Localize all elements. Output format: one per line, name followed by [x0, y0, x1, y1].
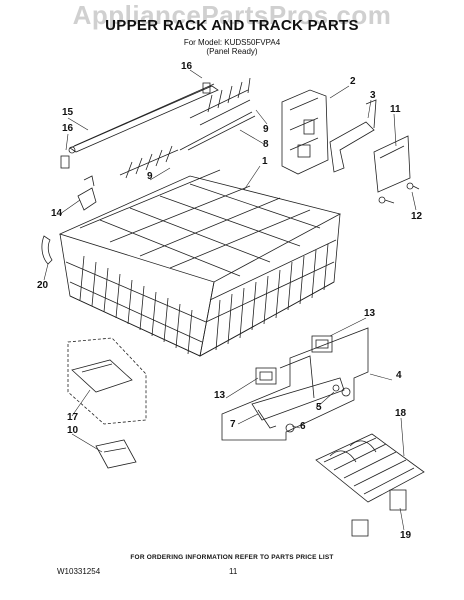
end-cap-part — [67, 337, 147, 425]
ordering-note: FOR ORDERING INFORMATION REFER TO PARTS … — [130, 554, 334, 561]
adjuster-lever-part — [329, 99, 377, 173]
rail-stop-part — [60, 82, 211, 169]
callout-12: 12 — [411, 211, 423, 222]
screw-part — [378, 182, 420, 204]
document-number: W10331254 — [57, 567, 101, 576]
callout-13-lower: 13 — [214, 390, 226, 401]
tine-row-part — [119, 77, 256, 179]
model-line: For Model: KUDS50FVPA4 — [183, 38, 281, 47]
cover-plate-part — [373, 135, 411, 193]
callout-17: 17 — [67, 412, 79, 423]
track-assembly-part — [221, 327, 369, 441]
callout-10: 10 — [67, 425, 79, 436]
callout-18: 18 — [395, 408, 407, 419]
site-watermark: AppliancePartsPros.com — [72, 0, 392, 30]
callout-2: 2 — [350, 76, 356, 87]
wheel-bracket-part — [77, 175, 97, 211]
cup-shelf-part — [315, 433, 425, 503]
callout-16: 16 — [181, 61, 193, 72]
shelf-clip-part — [351, 489, 407, 537]
callout-9: 9 — [263, 124, 269, 135]
callout-11: 11 — [390, 104, 401, 115]
page-number: 11 — [229, 567, 238, 576]
page-title: UPPER RACK AND TRACK PARTS — [105, 17, 359, 34]
track-roller-part — [255, 335, 333, 385]
callout-3: 3 — [370, 90, 376, 101]
callout-14: 14 — [51, 208, 63, 219]
stop-clip-part — [95, 439, 137, 469]
callout-20: 20 — [37, 280, 49, 291]
clip-part — [41, 235, 53, 265]
upper-rack-basket — [58, 169, 342, 357]
callout-5: 5 — [316, 402, 322, 413]
adjuster-housing-part — [281, 89, 329, 175]
callout-4: 4 — [396, 370, 402, 381]
model-note: (Panel Ready) — [206, 47, 258, 56]
callout-7: 7 — [230, 419, 236, 430]
callout-8: 8 — [263, 139, 269, 150]
callout-1: 1 — [262, 156, 268, 167]
callout-15: 15 — [62, 107, 74, 118]
callout-9-lower: 9 — [147, 171, 153, 182]
callout-19: 19 — [400, 530, 412, 541]
callout-13: 13 — [364, 308, 376, 319]
callout-leaders — [43, 69, 417, 531]
callout-16-lower: 16 — [62, 123, 74, 134]
rack-rail-part — [68, 83, 219, 154]
callout-6: 6 — [300, 421, 306, 432]
